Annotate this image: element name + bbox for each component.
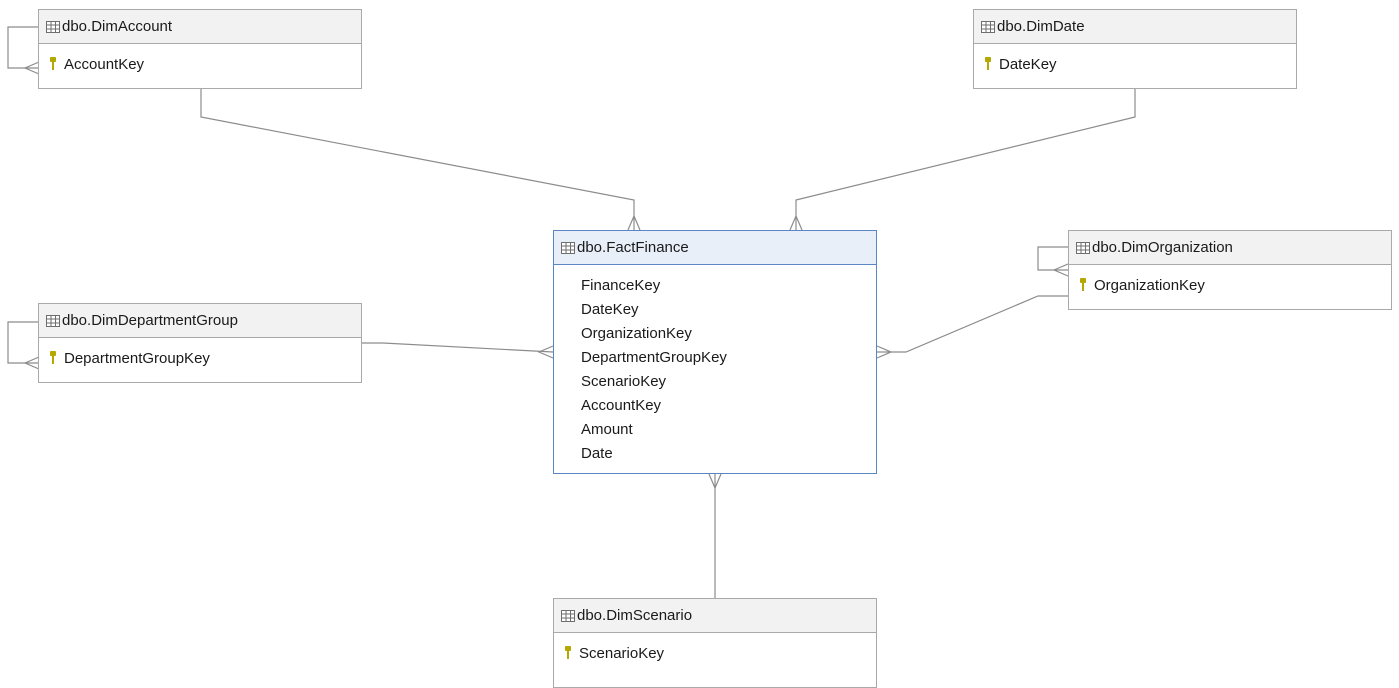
entity-fact-finance[interactable]: dbo.FactFinance FinanceKey DateKey Organ… [553,230,877,474]
column-name: DepartmentGroupKey [581,348,727,366]
key-icon [50,351,56,364]
column-name: FinanceKey [581,276,661,294]
column-name: Date [581,444,613,462]
column-name: DateKey [581,300,639,318]
column-row[interactable]: DepartmentGroupKey [39,346,361,370]
entity-header[interactable]: dbo.FactFinance [554,231,876,265]
table-icon [561,241,575,254]
column-row[interactable]: OrganizationKey [554,321,876,345]
column-name: OrganizationKey [581,324,692,342]
column-row[interactable]: DateKey [554,297,876,321]
key-icon [1080,278,1086,291]
key-icon [565,646,571,659]
entity-title: dbo.DimDate [997,18,1085,35]
entity-title: dbo.DimAccount [62,18,173,35]
key-icon [985,57,991,70]
entity-title: dbo.FactFinance [577,239,689,256]
relationship-deptgroup-fact[interactable] [362,342,554,353]
entity-title: dbo.DimOrganization [1092,239,1233,256]
column-row[interactable]: OrganizationKey [1069,273,1391,297]
entity-dim-department-group[interactable]: dbo.DimDepartmentGroup DepartmentGroupKe… [38,303,362,383]
entity-dim-date[interactable]: dbo.DimDate DateKey [973,9,1297,89]
crow-foot-self-organization [1052,263,1069,277]
table-icon [981,20,995,33]
relationship-account-fact[interactable] [200,89,635,230]
entity-dim-organization[interactable]: dbo.DimOrganization OrganizationKey [1068,230,1392,310]
column-name: ScenarioKey [579,644,665,662]
column-row[interactable]: Date [554,441,876,465]
column-row[interactable]: ScenarioKey [554,641,876,665]
column-row[interactable]: DepartmentGroupKey [554,345,876,369]
entity-header[interactable]: dbo.DimDepartmentGroup [39,304,361,338]
table-icon [561,609,575,622]
entity-header[interactable]: dbo.DimDate [974,10,1296,44]
table-icon [46,314,60,327]
column-name: OrganizationKey [1094,276,1205,294]
table-icon [46,20,60,33]
column-row[interactable]: Amount [554,417,876,441]
entity-dim-account[interactable]: dbo.DimAccount AccountKey [38,9,362,89]
relationship-date-fact[interactable] [795,89,1136,230]
self-relationship-deptgroup[interactable] [7,321,39,364]
column-name: AccountKey [64,55,145,73]
column-name: DateKey [999,55,1057,73]
column-name: ScenarioKey [581,372,667,390]
crow-foot-date [789,214,803,231]
crow-foot-self-account [23,61,40,75]
crow-foot-organization [876,345,893,359]
column-row[interactable]: AccountKey [39,52,361,76]
self-relationship-account[interactable] [7,26,39,69]
relationship-organization-fact[interactable] [877,295,1068,353]
column-name: Amount [581,420,633,438]
crow-foot-scenario [708,473,722,490]
column-row[interactable]: FinanceKey [554,273,876,297]
key-icon [50,57,56,70]
entity-header[interactable]: dbo.DimScenario [554,599,876,633]
entity-title: dbo.DimScenario [577,607,693,624]
crow-foot-self-deptgroup [23,356,40,370]
column-row[interactable]: DateKey [974,52,1296,76]
crow-foot-account [627,214,641,231]
column-row[interactable]: ScenarioKey [554,369,876,393]
crow-foot-deptgroup [537,345,554,359]
entity-header[interactable]: dbo.DimAccount [39,10,361,44]
column-row[interactable]: AccountKey [554,393,876,417]
column-name: AccountKey [581,396,662,414]
table-icon [1076,241,1090,254]
column-name: DepartmentGroupKey [64,349,210,367]
entity-title: dbo.DimDepartmentGroup [62,312,238,329]
entity-header[interactable]: dbo.DimOrganization [1069,231,1391,265]
entity-dim-scenario[interactable]: dbo.DimScenario ScenarioKey [553,598,877,688]
